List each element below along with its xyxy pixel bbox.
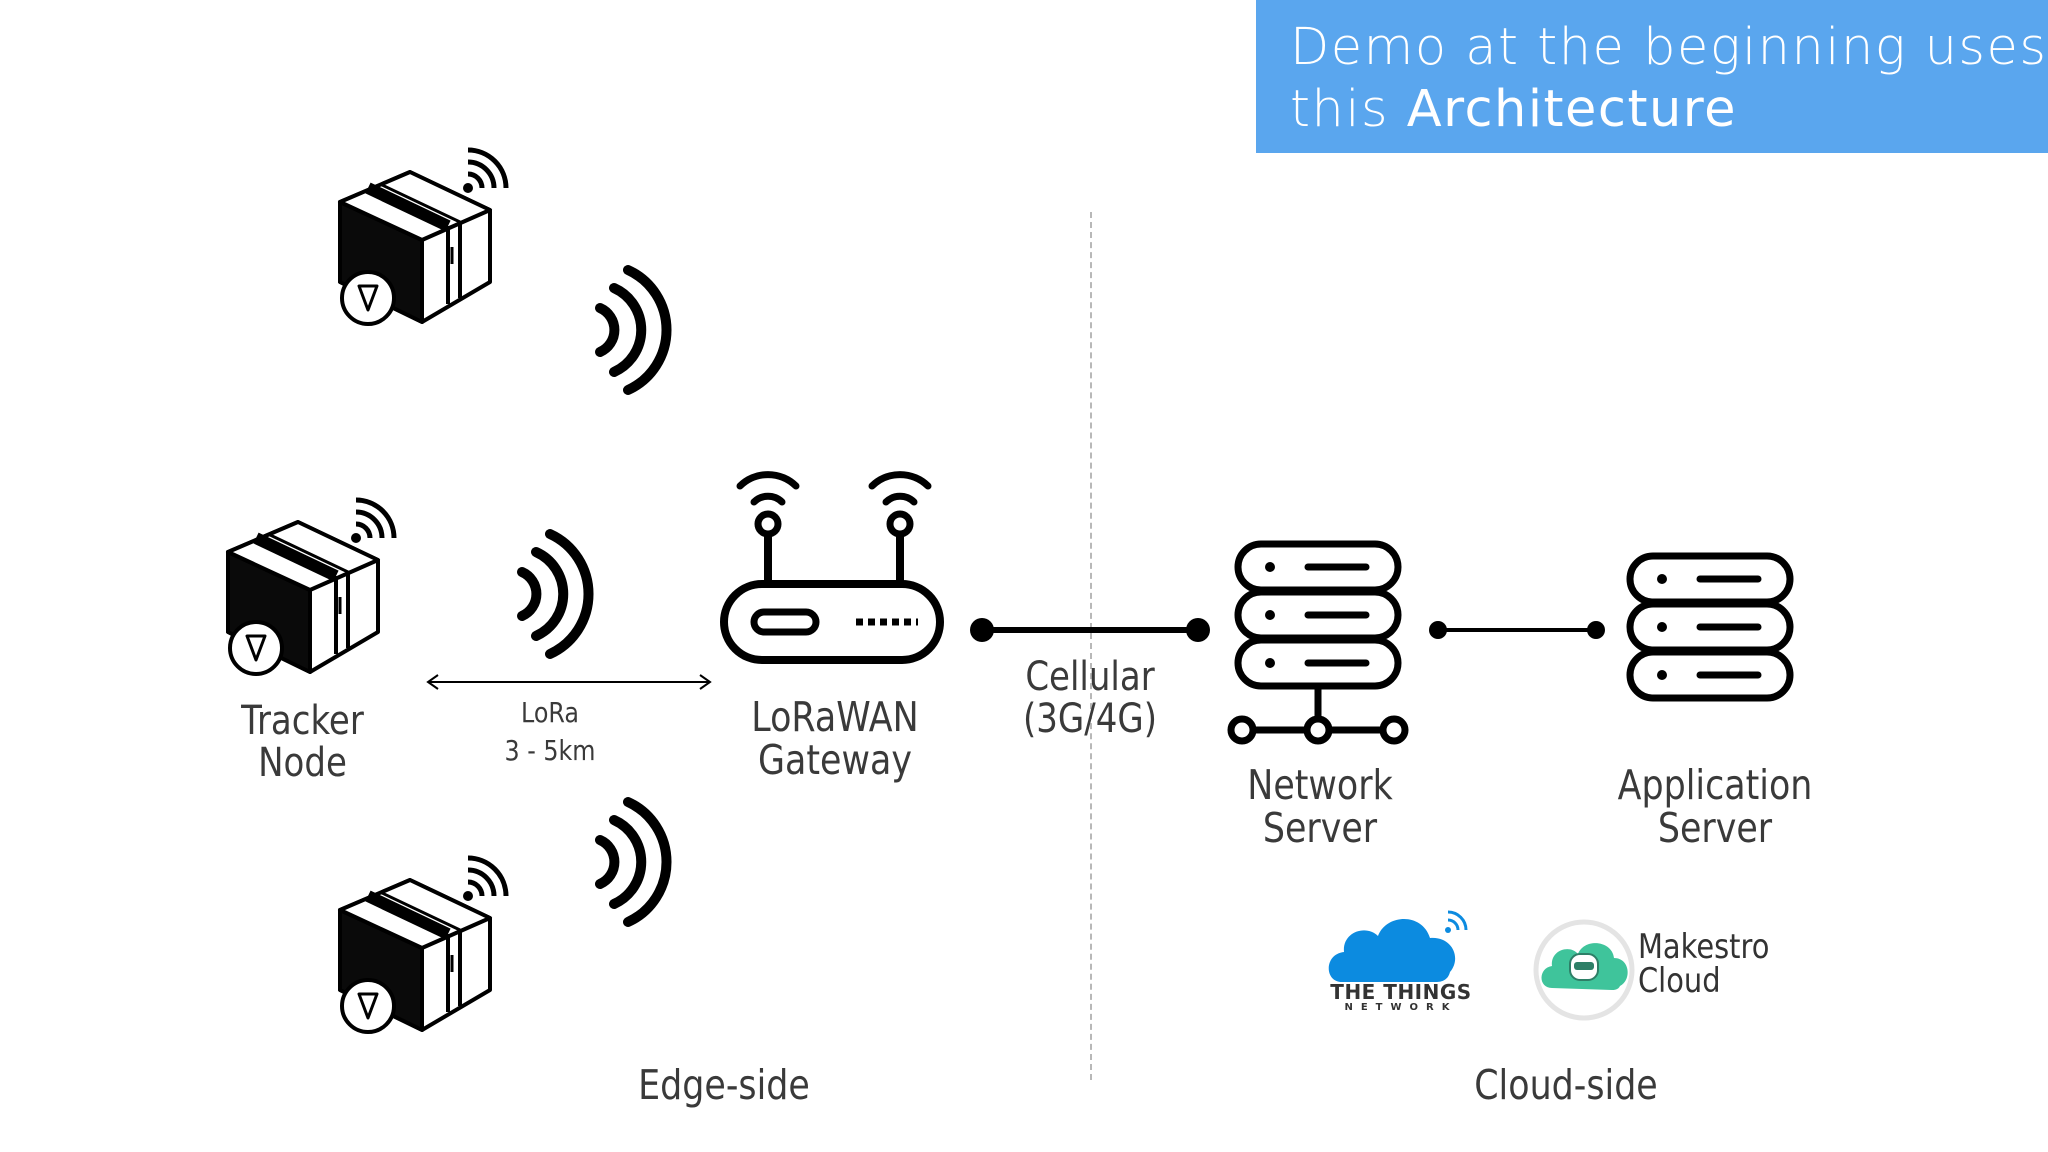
network-server-icon: [1227, 540, 1409, 745]
banner-emphasis: Architecture: [1406, 80, 1738, 139]
lora-range-label: LoRa 3 - 5km: [504, 696, 596, 767]
banner-line-2: this Architecture: [1290, 80, 1737, 139]
ttn-cloud-logo-icon: [1328, 910, 1468, 982]
radio-waves-top-icon: [590, 330, 690, 470]
banner-line-1: Demo at the beginning uses: [1290, 18, 2048, 77]
cellular-label: Cellular (3G/4G): [1023, 654, 1157, 742]
package-middle-icon: [226, 500, 396, 665]
tracker-node-label: Tracker Node: [241, 698, 364, 786]
network-server-label: Network Server: [1247, 761, 1393, 853]
makestro-cloud-logo-icon: [1533, 919, 1635, 1021]
application-server-label: Application Server: [1617, 761, 1813, 853]
title-banner: Demo at the beginning uses this Architec…: [1256, 0, 2048, 153]
cloud-side-label: Cloud-side: [1474, 1061, 1658, 1109]
package-top-icon: [335, 160, 505, 325]
cellular-link-line: [970, 618, 1210, 642]
server-link-line: [1429, 621, 1605, 639]
application-server-icon: [1620, 552, 1810, 712]
edge-side-label: Edge-side: [638, 1061, 810, 1109]
package-bottom-icon: [335, 870, 505, 1035]
ttn-logo-text: THE THINGS NETWORK: [1330, 980, 1472, 1013]
banner-prefix: this: [1290, 80, 1390, 139]
lora-link-arrow: [426, 674, 712, 690]
radio-waves-bottom-icon: [590, 862, 690, 1002]
edge-cloud-divider: [1090, 212, 1092, 1080]
router-icon: [720, 471, 944, 664]
makestro-logo-text: Makestro Cloud: [1638, 927, 1770, 1001]
gateway-label: LoRaWAN Gateway: [751, 693, 919, 785]
